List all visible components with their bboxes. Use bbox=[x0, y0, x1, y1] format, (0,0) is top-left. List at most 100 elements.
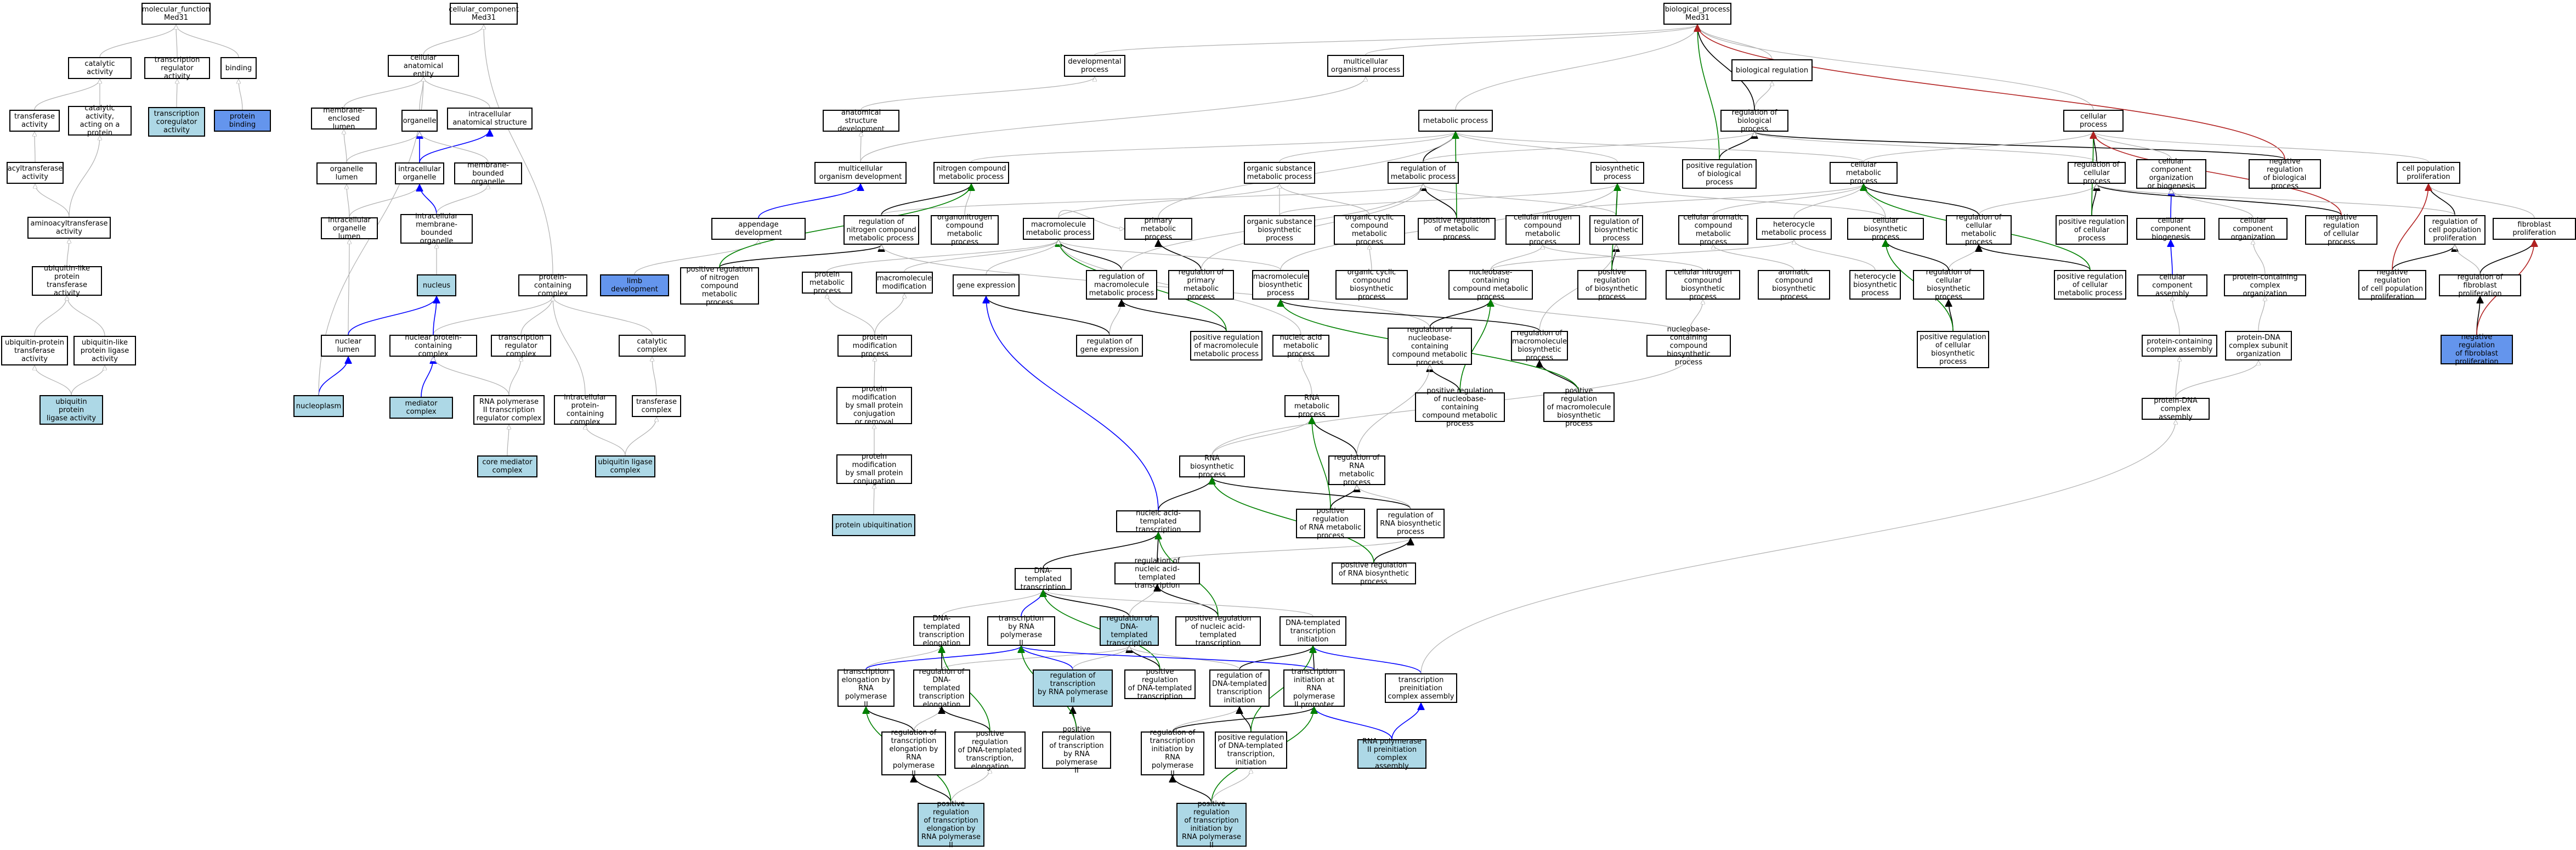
go-term-node[interactable]: cellular component assembly bbox=[2137, 273, 2207, 298]
go-term-node[interactable]: nucleic acid-templated transcription bbox=[1116, 509, 1201, 534]
go-term-node[interactable]: intracellular organelle lumen bbox=[321, 216, 378, 241]
go-term-node[interactable]: organonitrogen compound metabolic proces… bbox=[931, 213, 999, 246]
go-term-node[interactable]: heterocycle metabolic process bbox=[1756, 218, 1832, 240]
go-term-node[interactable]: regulation of RNA biosynthetic process bbox=[1377, 509, 1445, 538]
go-term-node[interactable]: catalytic activity, acting on a protein bbox=[68, 104, 132, 137]
go-term-node[interactable]: limb development bbox=[600, 274, 669, 296]
go-term-node[interactable]: transcription preinitiation complex asse… bbox=[1385, 673, 1457, 703]
go-term-node[interactable]: protein modification by small protein co… bbox=[836, 453, 912, 486]
go-term-node[interactable]: metabolic process bbox=[1418, 110, 1493, 132]
go-term-node[interactable]: regulation of macromolecule metabolic pr… bbox=[1086, 270, 1157, 300]
go-term-node[interactable]: regulation of RNA metabolic process bbox=[1328, 454, 1385, 487]
go-term-node[interactable]: cellular aromatic compound metabolic pro… bbox=[1678, 213, 1748, 246]
go-term-node[interactable]: core mediator complex bbox=[477, 455, 537, 477]
go-term-node[interactable]: cellular component organization bbox=[2218, 217, 2288, 241]
go-term-node[interactable]: positive regulation of macromolecule met… bbox=[1190, 331, 1262, 361]
go-term-node[interactable]: RNA polymerase II transcription regulato… bbox=[473, 395, 545, 425]
go-term-node[interactable]: regulation of cellular process bbox=[2068, 161, 2126, 185]
go-term-node[interactable]: protein binding bbox=[214, 110, 271, 132]
go-term-node[interactable]: DNA-templated transcription initiation bbox=[1279, 616, 1346, 646]
go-term-node[interactable]: regulation of biosynthetic process bbox=[1589, 215, 1643, 245]
go-term-node[interactable]: biological_process Med31 bbox=[1663, 3, 1731, 25]
go-term-node[interactable]: regulation of metabolic process bbox=[1388, 162, 1459, 184]
go-term-node[interactable]: gene expression bbox=[953, 274, 1020, 296]
go-term-node[interactable]: regulation of macromolecule biosynthetic… bbox=[1511, 329, 1568, 362]
go-term-node[interactable]: cellular metabolic process bbox=[1830, 161, 1898, 185]
go-term-node[interactable]: transcription initiation at RNA polymera… bbox=[1283, 668, 1345, 709]
go-term-node[interactable]: positive regulation of cellular metaboli… bbox=[2054, 270, 2126, 300]
go-term-node[interactable]: organic substance metabolic process bbox=[1244, 162, 1315, 184]
go-term-node[interactable]: binding bbox=[220, 57, 257, 79]
go-term-node[interactable]: cellular anatomical entity bbox=[388, 54, 459, 78]
go-term-node[interactable]: positive regulation of RNA metabolic pro… bbox=[1296, 507, 1365, 540]
go-term-node[interactable]: negative regulation of cellular process bbox=[2305, 213, 2377, 246]
go-term-node[interactable]: transcription elongation by RNA polymera… bbox=[837, 668, 894, 709]
go-term-node[interactable]: ubiquitin-protein transferase activity bbox=[1, 336, 68, 365]
go-term-node[interactable]: catalytic complex bbox=[619, 335, 686, 357]
go-term-node[interactable]: regulation of cell population proliferat… bbox=[2424, 215, 2486, 245]
go-term-node[interactable]: regulation of gene expression bbox=[1076, 335, 1143, 357]
go-term-node[interactable]: catalytic activity bbox=[68, 57, 132, 79]
go-term-node[interactable]: positive regulation of metabolic process bbox=[1418, 217, 1496, 241]
go-term-node[interactable]: nucleobase-containing compound biosynthe… bbox=[1646, 325, 1731, 367]
go-term-node[interactable]: positive regulation of biological proces… bbox=[1682, 159, 1757, 189]
go-term-node[interactable]: ubiquitin protein ligase activity bbox=[39, 395, 103, 425]
go-term-node[interactable]: membrane-bounded organelle bbox=[454, 161, 522, 186]
go-term-node[interactable]: membrane-enclosed lumen bbox=[311, 106, 377, 131]
go-term-node[interactable]: cellular nitrogen compound biosynthetic … bbox=[1666, 268, 1740, 301]
go-term-node[interactable]: positive regulation of macromolecule bio… bbox=[1543, 387, 1615, 428]
go-term-node[interactable]: biological regulation bbox=[1731, 59, 1813, 81]
go-term-node[interactable]: primary metabolic process bbox=[1124, 217, 1192, 241]
go-term-node[interactable]: negative regulation of cell population p… bbox=[2358, 268, 2426, 301]
go-term-node[interactable]: multicellular organismal process bbox=[1327, 55, 1404, 77]
go-term-node[interactable]: aminoacyltransferase activity bbox=[27, 217, 111, 239]
go-term-node[interactable]: positive regulation of RNA biosynthetic … bbox=[1332, 561, 1416, 586]
go-term-node[interactable]: nucleobase-containing compound metabolic… bbox=[1448, 268, 1533, 301]
go-term-node[interactable]: regulation of fibroblast proliferation bbox=[2439, 273, 2521, 298]
go-term-node[interactable]: regulation of transcription initiation b… bbox=[1141, 729, 1204, 778]
go-term-node[interactable]: appendage development bbox=[711, 218, 806, 240]
go-term-node[interactable]: positive regulation of nucleic acid-temp… bbox=[1175, 615, 1261, 648]
go-term-node[interactable]: acyltransferase activity bbox=[7, 162, 64, 184]
go-term-node[interactable]: organelle bbox=[401, 110, 438, 132]
go-term-node[interactable]: intracellular organelle bbox=[395, 162, 444, 184]
go-term-node[interactable]: cellular component biogenesis bbox=[2136, 217, 2205, 241]
go-term-node[interactable]: cell population proliferation bbox=[2397, 162, 2460, 184]
go-term-node[interactable]: aromatic compound biosynthetic process bbox=[1758, 268, 1830, 301]
go-term-node[interactable]: protein-containing complex bbox=[518, 273, 587, 298]
go-term-node[interactable]: protein modification by small protein co… bbox=[836, 385, 912, 426]
go-term-node[interactable]: cellular biosynthetic process bbox=[1847, 217, 1924, 241]
go-term-node[interactable]: nuclear protein-containing complex bbox=[389, 334, 477, 358]
go-term-node[interactable]: regulation of cellular biosynthetic proc… bbox=[1913, 268, 1984, 301]
go-term-node[interactable]: protein-DNA complex subunit organization bbox=[2225, 331, 2292, 361]
go-term-node[interactable]: biosynthetic process bbox=[1590, 162, 1644, 184]
go-term-node[interactable]: regulation of transcription elongation b… bbox=[881, 729, 946, 778]
go-term-node[interactable]: organic substance biosynthetic process bbox=[1244, 215, 1315, 245]
go-term-node[interactable]: positive regulation of biosynthetic proc… bbox=[1577, 268, 1646, 301]
go-term-node[interactable]: regulation of nucleic acid-templated tra… bbox=[1114, 557, 1200, 590]
go-term-node[interactable]: regulation of DNA-templated transcriptio… bbox=[913, 668, 970, 709]
go-term-node[interactable]: cellular nitrogen compound metabolic pro… bbox=[1505, 213, 1580, 246]
go-term-node[interactable]: organic cyclic compound biosynthetic pro… bbox=[1335, 268, 1408, 301]
go-term-node[interactable]: regulation of primary metabolic process bbox=[1168, 268, 1234, 301]
go-term-node[interactable]: anatomical structure development bbox=[823, 109, 899, 133]
go-term-node[interactable]: regulation of DNA-templated transcriptio… bbox=[1209, 669, 1270, 707]
go-term-node[interactable]: nucleic acid metabolic process bbox=[1272, 334, 1329, 358]
go-term-node[interactable]: nucleus bbox=[417, 274, 456, 296]
go-term-node[interactable]: regulation of nitrogen compound metaboli… bbox=[843, 215, 919, 245]
go-term-node[interactable]: DNA-templated transcription elongation bbox=[913, 615, 970, 648]
go-term-node[interactable]: nuclear lumen bbox=[321, 335, 376, 357]
go-term-node[interactable]: organelle lumen bbox=[316, 162, 377, 184]
go-term-node[interactable]: transcription regulator activity bbox=[144, 56, 210, 81]
go-term-node[interactable]: positive regulation of transcription by … bbox=[1042, 725, 1111, 775]
go-term-node[interactable]: regulation of transcription by RNA polym… bbox=[1033, 669, 1113, 707]
go-term-node[interactable]: regulation of nucleobase-containing comp… bbox=[1388, 326, 1472, 367]
go-term-node[interactable]: protein ubiquitination bbox=[832, 514, 915, 536]
go-term-node[interactable]: positive regulation of DNA-templated tra… bbox=[954, 730, 1026, 771]
go-term-node[interactable]: transferase activity bbox=[9, 110, 60, 132]
go-term-node[interactable]: developmental process bbox=[1064, 55, 1125, 77]
go-term-node[interactable]: positive regulation of transcription ini… bbox=[1176, 800, 1247, 849]
go-term-node[interactable]: macromolecule metabolic process bbox=[1023, 218, 1094, 240]
go-term-node[interactable]: transcription coregulator activity bbox=[148, 107, 205, 137]
go-term-node[interactable]: transferase complex bbox=[632, 395, 681, 417]
